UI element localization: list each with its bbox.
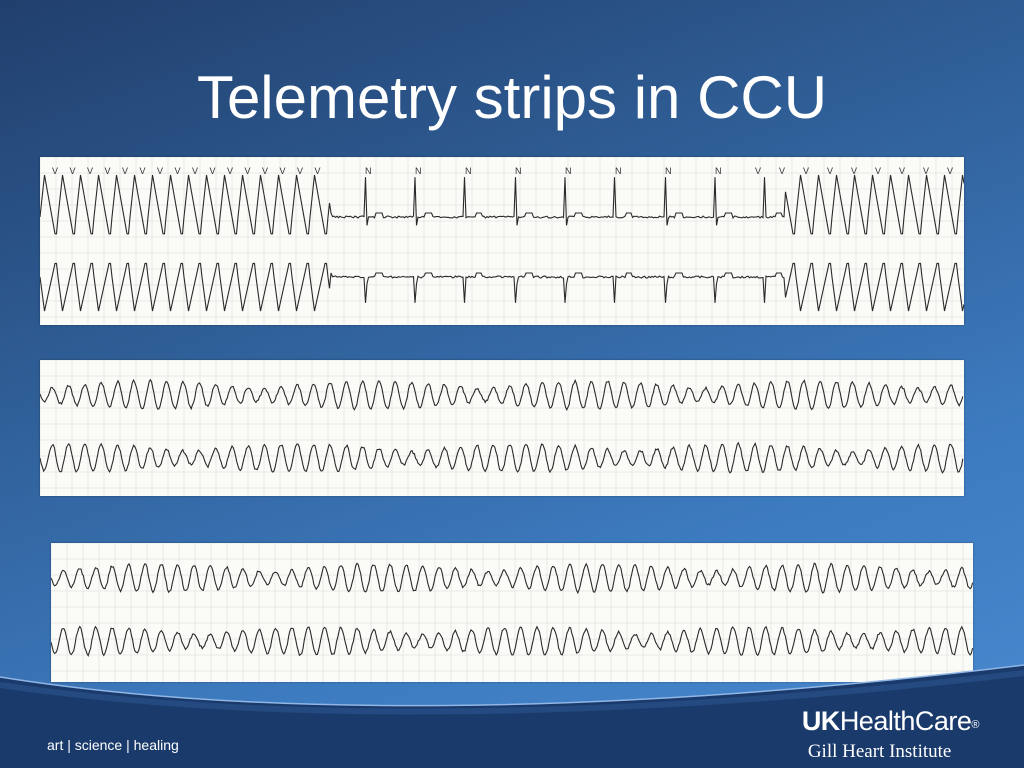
rhythm-marker: N [615, 166, 622, 176]
rhythm-marker: V [947, 166, 953, 176]
ecg-trace-strip2-lead-2 [40, 441, 964, 474]
rhythm-marker: V [87, 166, 93, 176]
ecg-trace-strip3-lead-1 [51, 562, 973, 595]
rhythm-marker: V [297, 166, 303, 176]
rhythm-marker: V [245, 166, 251, 176]
logo-institute-text: Gill Heart Institute [807, 741, 952, 762]
uk-healthcare-logo: UKHealthCare® Gill Heart Institute [801, 706, 980, 764]
ecg-grid [51, 543, 973, 682]
logo-name-text: HealthCare [839, 706, 972, 736]
ecg-trace-lead-1 [40, 174, 964, 235]
rhythm-marker: N [465, 166, 472, 176]
rhythm-marker: V [122, 166, 128, 176]
rhythm-marker: V [70, 166, 76, 176]
rhythm-marker: V [210, 166, 216, 176]
rhythm-marker: N [665, 166, 672, 176]
rhythm-marker: V [899, 166, 905, 176]
ecg-strip-2-svg [40, 360, 964, 496]
rhythm-marker: N [515, 166, 522, 176]
rhythm-marker: V [227, 166, 233, 176]
rhythm-marker: V [851, 166, 857, 176]
rhythm-marker: V [262, 166, 268, 176]
rhythm-marker: V [827, 166, 833, 176]
rhythm-marker: V [923, 166, 929, 176]
rhythm-marker: V [875, 166, 881, 176]
rhythm-marker: V [280, 166, 286, 176]
rhythm-marker: V [755, 166, 761, 176]
rhythm-marker: V [175, 166, 181, 176]
rhythm-marker: N [365, 166, 372, 176]
slide-title: Telemetry strips in CCU [196, 64, 828, 131]
rhythm-marker: V [192, 166, 198, 176]
ecg-strip-3-svg [51, 543, 973, 682]
ecg-grid [40, 157, 964, 325]
logo-registered-mark: ® [971, 719, 979, 731]
ecg-trace-strip2-lead-1 [40, 378, 964, 411]
rhythm-marker: V [803, 166, 809, 176]
rhythm-marker: V [105, 166, 111, 176]
rhythm-marker: N [415, 166, 422, 176]
rhythm-marker: N [715, 166, 722, 176]
rhythm-marker: V [315, 166, 321, 176]
ecg-trace-strip3-lead-2 [51, 625, 973, 657]
rhythm-marker: V [140, 166, 146, 176]
rhythm-marker: V [157, 166, 163, 176]
rhythm-marker: N [565, 166, 572, 176]
footer-tagline: art | science | healing [47, 737, 179, 753]
telemetry-strip-2 [40, 360, 964, 496]
footer-band [0, 664, 1024, 768]
rhythm-marker: V [779, 166, 785, 176]
ecg-grid [40, 360, 964, 496]
telemetry-strip-3 [51, 543, 973, 682]
rhythm-marker: V [52, 166, 58, 176]
logo-uk-text: UK [801, 706, 841, 736]
ecg-trace-lead-2 [40, 262, 964, 312]
